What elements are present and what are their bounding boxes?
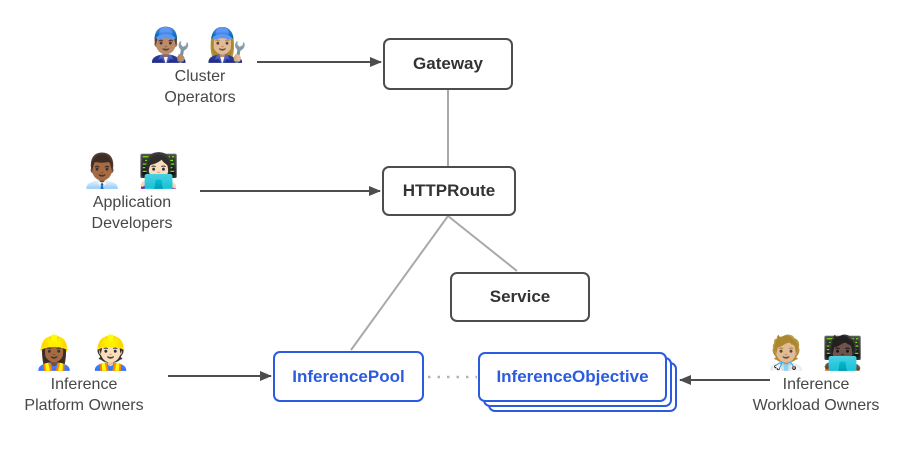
persona-label: Workload Owners: [752, 397, 880, 414]
node-inference-objective: InferenceObjective: [478, 352, 667, 402]
persona-application-developers: 👨🏾‍💼 👩🏻‍💻 Application Developers: [52, 150, 212, 234]
persona-inference-workload-owners: 🧑🏼‍⚕️ 🧑🏿‍💻 Inference Workload Owners: [736, 332, 896, 416]
node-label: InferencePool: [292, 366, 405, 386]
edge-httproute-service: [447, 215, 518, 272]
platform-owners-emoji-icon: 👷🏾‍♀️ 👷🏻: [33, 334, 135, 371]
node-httproute: HTTPRoute: [382, 166, 516, 216]
application-developers-emoji-icon: 👨🏾‍💼 👩🏻‍💻: [81, 152, 183, 189]
node-inference-pool: InferencePool: [273, 351, 424, 402]
node-label: HTTPRoute: [402, 181, 496, 200]
node-label: Service: [489, 287, 551, 306]
node-label: InferenceObjective: [496, 367, 649, 386]
node-label: Gateway: [413, 54, 483, 73]
node-service: Service: [450, 272, 590, 322]
persona-label: Inference: [782, 376, 850, 393]
cluster-operators-emoji-icon: 👨🏽‍🔧 👩🏼‍🔧: [149, 26, 251, 63]
workload-owners-emoji-icon: 🧑🏼‍⚕️ 🧑🏿‍💻: [765, 334, 867, 371]
edge-httproute-inferencepool: [350, 215, 449, 351]
persona-label: Developers: [91, 215, 173, 232]
persona-label: Inference: [50, 376, 118, 393]
persona-cluster-operators: 👨🏽‍🔧 👩🏼‍🔧 Cluster Operators: [120, 24, 280, 108]
persona-label: Cluster: [174, 68, 226, 85]
persona-inference-platform-owners: 👷🏾‍♀️ 👷🏻 Inference Platform Owners: [4, 332, 164, 416]
persona-label: Application: [92, 194, 172, 211]
persona-label: Platform Owners: [24, 397, 144, 414]
persona-label: Operators: [164, 89, 236, 106]
node-gateway: Gateway: [383, 38, 513, 90]
